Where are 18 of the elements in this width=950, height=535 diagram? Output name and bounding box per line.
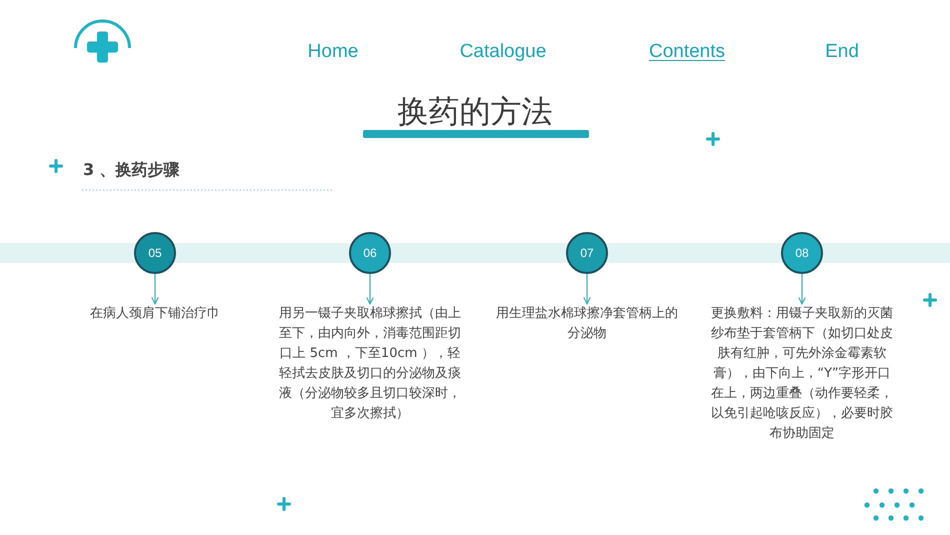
step-number-circle: 06 bbox=[349, 232, 391, 274]
nav-link: End bbox=[825, 41, 859, 63]
arrow bbox=[151, 274, 159, 305]
arrow bbox=[798, 274, 806, 305]
step-description: 在病人颈肩下铺治疗巾 bbox=[62, 304, 248, 324]
nav-link: Catalogue bbox=[460, 41, 546, 63]
nav-link: Home bbox=[308, 41, 358, 63]
step-number-circle: 07 bbox=[566, 232, 608, 274]
step-description: 用另一镊子夹取棉球擦拭（由上至下，由内向外，消毒范围距切口上 5cm ，下至10cm ），轻轻拭去皮肤及切口的分泌物及痰液（分泌物较多且切口较深时，宜多次擦拭） bbox=[277, 304, 463, 424]
step-description: 用生理盐水棉球擦净套管柄上的分泌物 bbox=[494, 304, 680, 344]
step-number-circle: 05 bbox=[134, 232, 176, 274]
arrow bbox=[366, 274, 374, 305]
step-number-circle: 08 bbox=[781, 232, 823, 274]
arrow bbox=[583, 274, 591, 305]
section-heading: 3 、换药步骤 bbox=[83, 160, 180, 180]
nav-link: Contents bbox=[648, 41, 726, 63]
step-description: 更换敷料：用镊子夹取新的灭菌纱布垫于套管柄下（如切口处皮肤有红肿，可先外涂金霉素软膏），由下向上，“Y”字形开口在上，两边重叠（动作要轻柔，以免引起呛咳反应），必要时胶布协助固定 bbox=[709, 304, 895, 444]
slide-title: 换药的方法 bbox=[398, 95, 552, 129]
